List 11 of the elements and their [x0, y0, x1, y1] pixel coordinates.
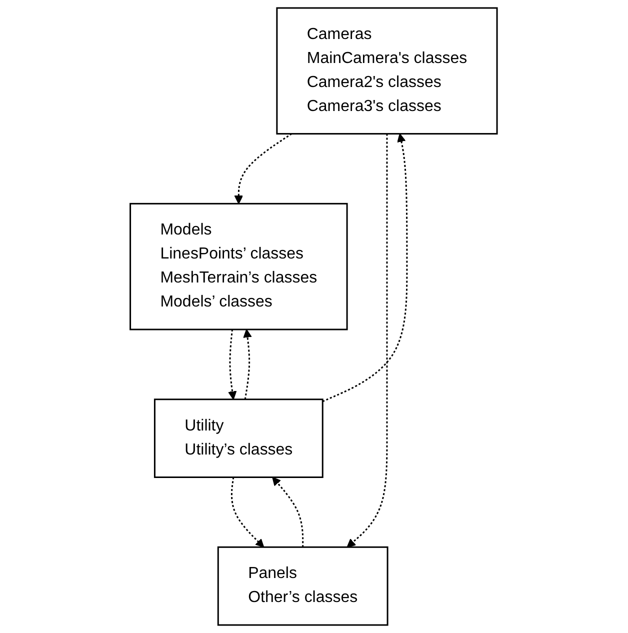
node-box: Utility Utility’s classes — [154, 398, 324, 478]
arrow — [228, 329, 238, 400]
arrow — [322, 133, 408, 402]
arrow — [243, 329, 252, 400]
node-box: Panels Other’s classes — [218, 546, 389, 626]
arrow — [272, 476, 304, 548]
arrow — [347, 134, 388, 548]
arrow — [234, 133, 292, 204]
node-box: Cameras MainCamera's classes Camera2's classes Camera3's classes — [276, 7, 498, 135]
arrow — [231, 477, 264, 548]
node-box: Models LinesPoints’ classes MeshTerrain’s classes Models’ classes — [130, 202, 348, 330]
